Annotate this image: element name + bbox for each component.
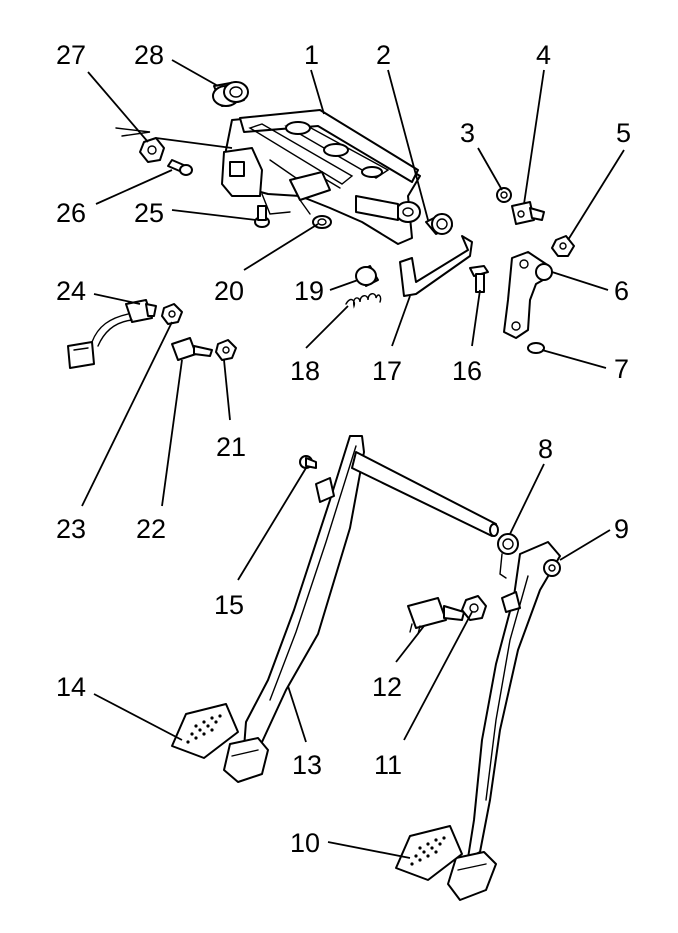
part-22-sensor — [171, 337, 213, 361]
leader-4 — [523, 69, 545, 205]
leader-27 — [87, 71, 149, 143]
leader-8 — [509, 463, 545, 535]
leader-3 — [477, 147, 503, 191]
leader-1 — [310, 69, 325, 115]
part-2-bushing — [425, 213, 453, 235]
part-19-bushing — [355, 265, 379, 287]
callout-11: 11 — [374, 750, 402, 780]
callout-5: 5 — [616, 118, 631, 148]
part-15-pin — [299, 455, 317, 469]
leader-19 — [329, 279, 359, 291]
callout-23: 23 — [56, 514, 86, 544]
part-6-lever — [503, 251, 553, 339]
leader-11 — [403, 611, 473, 741]
callout-8: 8 — [538, 434, 553, 464]
callout-labels: 1 2 3 4 5 6 7 8 9 10 11 12 13 14 15 16 1… — [56, 40, 631, 858]
part-8-spring — [497, 533, 519, 579]
leader-20 — [243, 223, 319, 271]
leader-28 — [171, 59, 219, 87]
part-11-nut — [461, 595, 487, 621]
part-21-nut — [215, 339, 237, 361]
callout-27: 27 — [56, 40, 86, 70]
leader-9 — [559, 529, 611, 561]
part-14-pedal-pad — [171, 703, 239, 759]
leader-14 — [93, 693, 183, 741]
part-18-spring — [345, 293, 382, 309]
callout-6: 6 — [614, 276, 629, 306]
leader-23 — [81, 321, 173, 507]
leader-24 — [93, 293, 141, 305]
callout-22: 22 — [136, 514, 166, 544]
leader-6 — [551, 271, 609, 291]
callout-14: 14 — [56, 672, 86, 702]
leader-17 — [391, 295, 411, 347]
leader-5 — [567, 149, 625, 241]
part-9-pedal-arm — [447, 541, 561, 901]
callout-24: 24 — [56, 276, 86, 306]
callout-17: 17 — [372, 356, 402, 386]
part-24-connector — [67, 299, 157, 369]
part-23-nut — [161, 303, 183, 325]
part-7-clip — [527, 342, 545, 354]
callout-10: 10 — [290, 828, 320, 858]
callout-18: 18 — [290, 356, 320, 386]
leader-15 — [237, 467, 307, 581]
part-10-pedal-pad — [395, 825, 463, 881]
leader-13 — [287, 685, 307, 743]
part-26-screw — [167, 159, 193, 176]
part-13-pedal-arm — [223, 435, 499, 783]
callout-1: 1 — [304, 40, 319, 70]
part-25-bolt — [254, 205, 270, 228]
callout-13: 13 — [292, 750, 322, 780]
part-12-switch — [407, 597, 465, 635]
part-1-pedal-bracket — [221, 109, 421, 245]
part-28-bushing — [212, 81, 249, 107]
callout-4: 4 — [536, 40, 551, 70]
part-4-switch — [511, 201, 545, 225]
callout-9: 9 — [614, 514, 629, 544]
callout-12: 12 — [372, 672, 402, 702]
leader-26 — [95, 169, 173, 205]
leader-16 — [471, 289, 481, 347]
leader-12 — [395, 625, 425, 663]
callout-20: 20 — [214, 276, 244, 306]
leader-18 — [305, 305, 349, 349]
part-3-nut — [496, 187, 512, 203]
part-16-bolt — [469, 265, 489, 293]
leader-22 — [161, 359, 183, 507]
leader-2 — [387, 69, 429, 221]
callout-19: 19 — [294, 276, 324, 306]
callout-7: 7 — [614, 354, 629, 384]
callout-28: 28 — [134, 40, 164, 70]
callout-25: 25 — [134, 198, 164, 228]
callout-26: 26 — [56, 198, 86, 228]
callout-21: 21 — [216, 432, 246, 462]
callout-2: 2 — [376, 40, 391, 70]
leader-21 — [223, 359, 231, 421]
callout-16: 16 — [452, 356, 482, 386]
callout-15: 15 — [214, 590, 244, 620]
leader-10 — [327, 841, 411, 859]
leader-27b — [155, 137, 233, 149]
callout-3: 3 — [460, 118, 475, 148]
leader-7 — [541, 349, 607, 369]
leader-lines — [81, 59, 625, 859]
leader-25 — [171, 209, 257, 221]
part-17-bracket — [399, 235, 473, 297]
part-5-nut — [551, 235, 575, 257]
